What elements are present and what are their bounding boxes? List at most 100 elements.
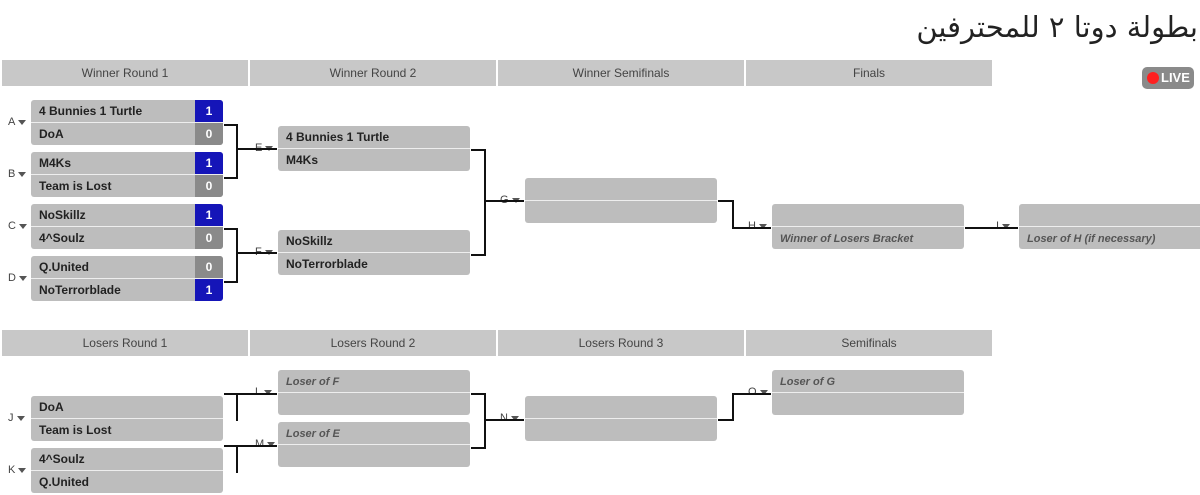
team-name: 4 Bunnies 1 Turtle bbox=[286, 130, 390, 144]
team-name: NoTerrorblade bbox=[286, 257, 368, 271]
match-label-j[interactable]: J bbox=[8, 412, 25, 424]
chevron-down-icon bbox=[18, 223, 27, 229]
match-label-h[interactable]: H bbox=[748, 220, 767, 232]
divider bbox=[31, 418, 223, 419]
score-badge: 0 bbox=[195, 175, 223, 197]
live-label: LIVE bbox=[1161, 70, 1190, 85]
team-slot[interactable]: Team is Lost bbox=[31, 419, 223, 441]
chevron-down-icon bbox=[16, 415, 25, 421]
team-slot[interactable] bbox=[772, 204, 964, 226]
match-label-l[interactable]: L bbox=[255, 386, 273, 398]
match-label-m[interactable]: M bbox=[255, 438, 276, 450]
divider bbox=[772, 392, 964, 393]
match-label-k[interactable]: K bbox=[8, 464, 27, 476]
match-label-n[interactable]: N bbox=[500, 412, 519, 424]
match-k[interactable]: 4^Soulz Q.United bbox=[31, 448, 223, 493]
match-h[interactable]: Winner of Losers Bracket bbox=[772, 204, 964, 249]
bracket-connector bbox=[471, 149, 486, 256]
placeholder-text: Loser of H (if necessary) bbox=[1027, 233, 1156, 245]
score-badge: 1 bbox=[195, 100, 223, 122]
bracket-connector bbox=[485, 419, 524, 421]
header-finals: Finals bbox=[746, 60, 992, 86]
bracket-connector bbox=[237, 393, 277, 395]
team-name: M4Ks bbox=[286, 153, 319, 167]
team-name: Team is Lost bbox=[39, 423, 112, 437]
score-badge: 1 bbox=[195, 279, 223, 301]
team-slot[interactable] bbox=[772, 393, 964, 415]
team-slot[interactable] bbox=[278, 393, 470, 415]
bracket-connector bbox=[718, 393, 734, 421]
bracket-connector bbox=[485, 200, 524, 202]
team-slot[interactable]: 4 Bunnies 1 Turtle bbox=[278, 126, 470, 148]
team-slot[interactable]: Loser of E bbox=[278, 422, 470, 444]
score-badge: 0 bbox=[195, 123, 223, 145]
bracket-connector bbox=[471, 393, 486, 449]
team-name: NoSkillz bbox=[39, 208, 86, 222]
team-slot[interactable] bbox=[525, 419, 717, 441]
divider bbox=[278, 148, 470, 149]
match-n[interactable] bbox=[525, 396, 717, 441]
match-j[interactable]: DoA Team is Lost bbox=[31, 396, 223, 441]
chevron-down-icon bbox=[267, 441, 276, 447]
match-e[interactable]: 4 Bunnies 1 Turtle M4Ks bbox=[278, 126, 470, 171]
team-slot[interactable]: NoTerrorblade bbox=[278, 253, 470, 275]
divider bbox=[278, 444, 470, 445]
match-o[interactable]: Loser of G bbox=[772, 370, 964, 415]
header-losers-round-2: Losers Round 2 bbox=[250, 330, 496, 356]
team-slot[interactable]: DoA 0 bbox=[31, 123, 223, 145]
header-winner-round-2: Winner Round 2 bbox=[250, 60, 496, 86]
team-slot[interactable]: 4^Soulz bbox=[31, 448, 223, 470]
team-slot[interactable]: DoA bbox=[31, 396, 223, 418]
team-slot[interactable] bbox=[525, 396, 717, 418]
team-slot[interactable]: Loser of F bbox=[278, 370, 470, 392]
divider bbox=[31, 470, 223, 471]
header-winner-round-1: Winner Round 1 bbox=[2, 60, 248, 86]
team-slot[interactable]: M4Ks bbox=[278, 149, 470, 171]
match-a[interactable]: 4 Bunnies 1 Turtle 1 DoA 0 bbox=[31, 100, 223, 145]
match-label-i[interactable]: I bbox=[996, 220, 1011, 232]
team-slot[interactable]: NoSkillz bbox=[278, 230, 470, 252]
match-l[interactable]: Loser of F bbox=[278, 370, 470, 415]
divider bbox=[31, 278, 223, 279]
chevron-down-icon bbox=[1002, 223, 1011, 229]
team-slot[interactable]: Q.United bbox=[31, 471, 223, 493]
chevron-down-icon bbox=[18, 275, 27, 281]
match-label-b[interactable]: B bbox=[8, 168, 27, 180]
chevron-down-icon bbox=[18, 171, 27, 177]
match-label-c[interactable]: C bbox=[8, 220, 27, 232]
match-i[interactable]: Loser of H (if necessary) bbox=[1019, 204, 1200, 249]
match-g[interactable] bbox=[525, 178, 717, 223]
match-f[interactable]: NoSkillz NoTerrorblade bbox=[278, 230, 470, 275]
team-slot[interactable] bbox=[525, 178, 717, 200]
team-slot[interactable]: 4 Bunnies 1 Turtle 1 bbox=[31, 100, 223, 122]
live-dot-icon bbox=[1147, 72, 1159, 84]
header-losers-round-1: Losers Round 1 bbox=[2, 330, 248, 356]
match-label-d[interactable]: D bbox=[8, 272, 27, 284]
match-m[interactable]: Loser of E bbox=[278, 422, 470, 467]
live-badge[interactable]: LIVE bbox=[1142, 67, 1194, 89]
match-label-a[interactable]: A bbox=[8, 116, 27, 128]
team-slot[interactable] bbox=[278, 445, 470, 467]
team-slot[interactable] bbox=[525, 201, 717, 223]
team-slot[interactable]: Loser of H (if necessary) bbox=[1019, 227, 1200, 249]
team-name: Q.United bbox=[39, 475, 89, 489]
team-name: DoA bbox=[39, 127, 64, 141]
divider bbox=[31, 174, 223, 175]
team-slot[interactable] bbox=[1019, 204, 1200, 226]
team-name: NoSkillz bbox=[286, 234, 333, 248]
team-name: 4 Bunnies 1 Turtle bbox=[39, 104, 143, 118]
team-slot[interactable]: Winner of Losers Bracket bbox=[772, 227, 964, 249]
chevron-down-icon bbox=[18, 119, 27, 125]
match-label-o[interactable]: O bbox=[748, 386, 768, 398]
chevron-down-icon bbox=[264, 389, 273, 395]
team-slot[interactable]: Loser of G bbox=[772, 370, 964, 392]
